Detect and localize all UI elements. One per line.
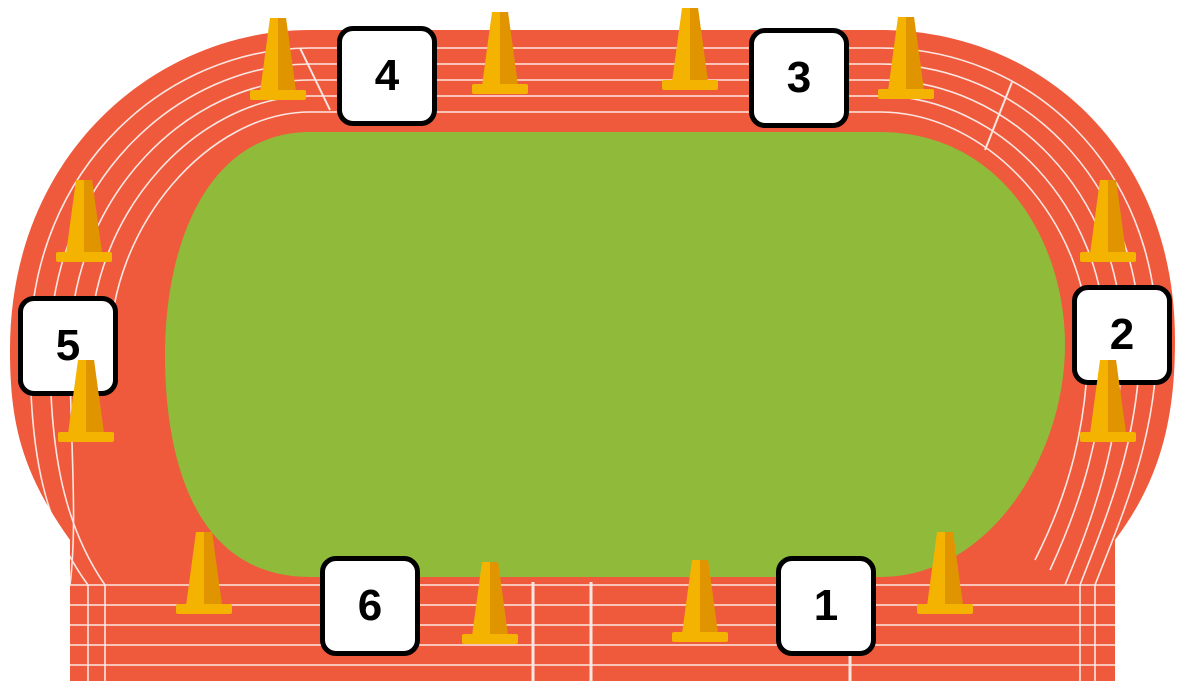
traffic-cone-icon [1078,176,1138,266]
traffic-cone-icon [876,13,936,103]
traffic-cone-icon [174,528,234,618]
station-3-label: 3 [749,28,849,128]
station-4-label: 4 [337,26,437,126]
traffic-cone-icon [460,558,520,648]
traffic-cone-icon [470,8,530,98]
traffic-cone-icon [54,176,114,266]
traffic-cone-icon [660,4,720,94]
station-1-label: 1 [776,556,876,656]
traffic-cone-icon [56,356,116,446]
traffic-cone-icon [1078,356,1138,446]
infield [165,132,1065,577]
traffic-cone-icon [915,528,975,618]
traffic-cone-icon [670,556,730,646]
traffic-cone-icon [248,14,308,104]
station-6-label: 6 [320,556,420,656]
